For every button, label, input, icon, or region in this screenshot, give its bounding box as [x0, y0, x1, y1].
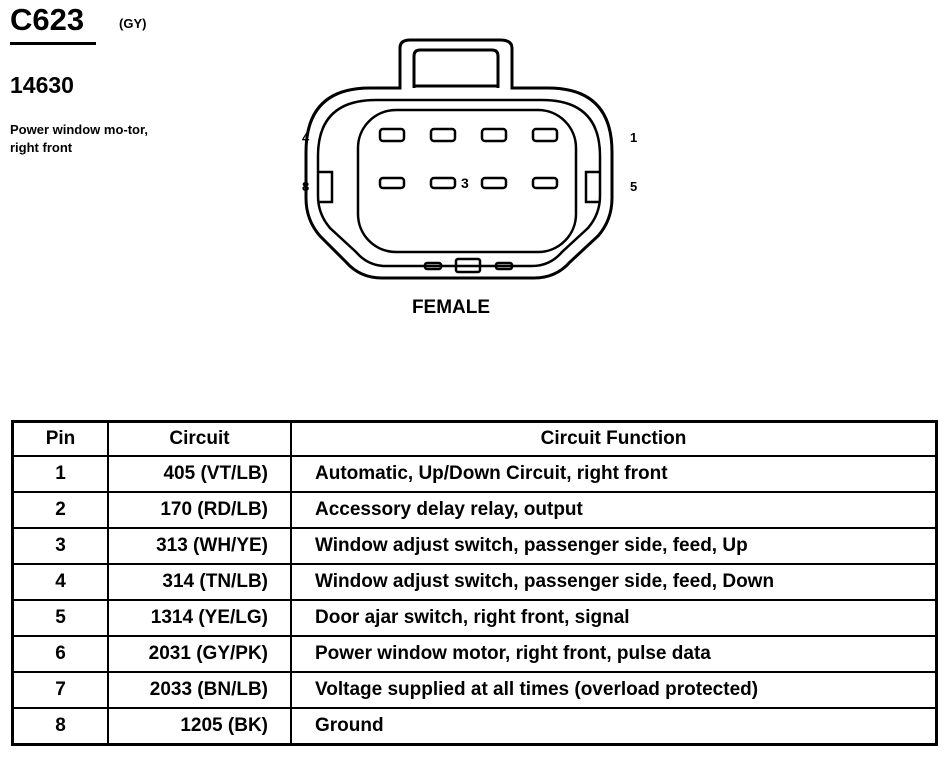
pin-cavity	[356, 108, 578, 254]
pin-label-4: 4	[302, 130, 310, 145]
connector-inner-shell	[316, 98, 602, 268]
table-row: 2 170 (RD/LB) Accessory delay relay, out…	[11, 491, 938, 529]
header-pin: Pin	[11, 420, 109, 457]
cell-pin: 2	[11, 491, 109, 529]
terminal-3	[429, 127, 457, 143]
cell-circuit: 314 (TN/LB)	[107, 563, 292, 601]
table-row: 5 1314 (YE/LG) Door ajar switch, right f…	[11, 599, 938, 637]
table-row: 6 2031 (GY/PK) Power window motor, right…	[11, 635, 938, 673]
cell-pin: 1	[11, 455, 109, 493]
connector-color-code: (GY)	[119, 16, 147, 31]
terminal-6	[480, 176, 508, 190]
cell-pin: 7	[11, 671, 109, 709]
left-key	[318, 170, 334, 204]
cell-pin: 8	[11, 707, 109, 746]
cell-function: Power window motor, right front, pulse d…	[290, 635, 938, 673]
cell-circuit: 1314 (YE/LG)	[107, 599, 292, 637]
cell-pin: 4	[11, 563, 109, 601]
table-row: 3 313 (WH/YE) Window adjust switch, pass…	[11, 527, 938, 565]
pin-label-3: 3	[461, 175, 469, 191]
latch-tab	[412, 48, 500, 88]
cell-function: Door ajar switch, right front, signal	[290, 599, 938, 637]
pin-table: Pin Circuit Circuit Function 1 405 (VT/L…	[11, 420, 938, 746]
cell-circuit: 313 (WH/YE)	[107, 527, 292, 565]
header-circuit-function: Circuit Function	[290, 420, 938, 457]
cell-pin: 3	[11, 527, 109, 565]
cell-circuit: 170 (RD/LB)	[107, 491, 292, 529]
terminal-1	[531, 127, 559, 143]
cell-pin: 6	[11, 635, 109, 673]
table-row: 7 2033 (BN/LB) Voltage supplied at all t…	[11, 671, 938, 709]
cell-pin: 5	[11, 599, 109, 637]
pin-label-1: 1	[630, 130, 637, 145]
table-row: 1 405 (VT/LB) Automatic, Up/Down Circuit…	[11, 455, 938, 493]
part-number: 14630	[10, 72, 74, 98]
cell-function: Window adjust switch, passenger side, fe…	[290, 563, 938, 601]
terminal-2	[480, 127, 508, 143]
table-header-row: Pin Circuit Circuit Function	[11, 420, 938, 457]
bottom-slot-center	[454, 257, 482, 274]
cell-function: Accessory delay relay, output	[290, 491, 938, 529]
cell-circuit: 405 (VT/LB)	[107, 455, 292, 493]
right-key	[584, 170, 600, 204]
cell-function: Ground	[290, 707, 938, 746]
connector-view-label: FEMALE	[411, 297, 491, 318]
terminal-7	[429, 176, 457, 190]
connector-outer-shell	[304, 38, 614, 280]
table-row: 4 314 (TN/LB) Window adjust switch, pass…	[11, 563, 938, 601]
cell-circuit: 2031 (GY/PK)	[107, 635, 292, 673]
bottom-slot-right	[494, 261, 514, 271]
pin-label-8: 8	[302, 179, 309, 194]
terminal-8	[378, 176, 406, 190]
bottom-slot-left	[423, 261, 443, 271]
cell-function: Window adjust switch, passenger side, fe…	[290, 527, 938, 565]
cell-circuit: 1205 (BK)	[107, 707, 292, 746]
cell-function: Automatic, Up/Down Circuit, right front	[290, 455, 938, 493]
cell-function: Voltage supplied at all times (overload …	[290, 671, 938, 709]
cell-circuit: 2033 (BN/LB)	[107, 671, 292, 709]
table-row: 8 1205 (BK) Ground	[11, 707, 938, 746]
connector-id-underline	[10, 42, 96, 45]
connector-description: Power window mo-tor, right front	[10, 122, 148, 155]
terminal-5	[531, 176, 559, 190]
connector-id: C623	[10, 2, 85, 37]
connector-face-diagram: 4 1 8 5 3	[302, 38, 637, 280]
header-circuit: Circuit	[107, 420, 292, 457]
pin-label-5: 5	[630, 179, 637, 194]
terminal-4	[378, 127, 406, 143]
